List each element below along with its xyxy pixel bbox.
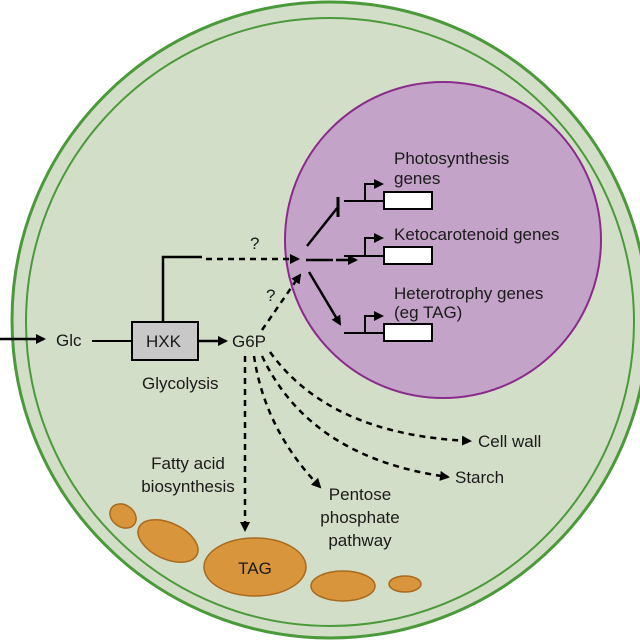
heterotrophy-activation-arrow	[307, 271, 342, 326]
gene-box-heterotrophy	[383, 323, 433, 342]
tag-lipid-body	[203, 537, 307, 597]
photosynthesis-genes-label-line1: Photosynthesis	[394, 149, 509, 168]
question-mark-2: ?	[266, 286, 275, 305]
promoter-ketocarotenoid	[364, 233, 384, 256]
watermark: 易坊好文馆	[492, 598, 582, 620]
photosynthesis-genes-label-line2: genes	[394, 169, 440, 188]
hxk-label: HXK	[146, 332, 182, 351]
lipid-body-5	[388, 575, 422, 593]
photosynthesis-repression-line	[306, 206, 339, 247]
heterotrophy-genes-label-line2: (eg TAG)	[394, 303, 462, 322]
g6p-to-cell-wall-arrow	[268, 351, 472, 446]
pentose-label-line2: phosphate	[320, 508, 399, 527]
pentose-label-line3: pathway	[328, 531, 392, 550]
lipid-body-2	[137, 519, 199, 563]
heterotrophy-genes-label-line1: Heterotrophy genes	[394, 284, 543, 303]
question-mark-1: ?	[250, 234, 259, 253]
fatty-acid-label-line2: biosynthesis	[141, 477, 235, 496]
fatty-acid-label-line1: Fatty acid	[151, 454, 225, 473]
g6p-signal-dashed-arrow	[260, 273, 302, 331]
cell-wall-label: Cell wall	[478, 432, 541, 451]
ketocarotenoid-genes-label: Ketocarotenoid genes	[394, 225, 559, 244]
lipid-body-1	[109, 503, 137, 529]
promoter-photosynthesis	[364, 179, 384, 201]
g6p-to-starch-arrow	[260, 355, 450, 481]
tag-label: TAG	[238, 559, 272, 578]
starch-label: Starch	[455, 468, 504, 487]
pentose-label-line1: Pentose	[329, 485, 391, 504]
glycolysis-label: Glycolysis	[142, 374, 219, 393]
glc-label: Glc	[56, 331, 82, 350]
g6p-label: G6P	[232, 332, 266, 351]
cell-inner-membrane	[25, 17, 635, 627]
gene-box-ketocarotenoid	[383, 246, 433, 265]
promoter-heterotrophy	[364, 311, 384, 333]
lipid-body-4	[310, 570, 376, 602]
gene-box-photosynthesis	[383, 191, 433, 210]
hxk-signal-line	[161, 255, 202, 322]
